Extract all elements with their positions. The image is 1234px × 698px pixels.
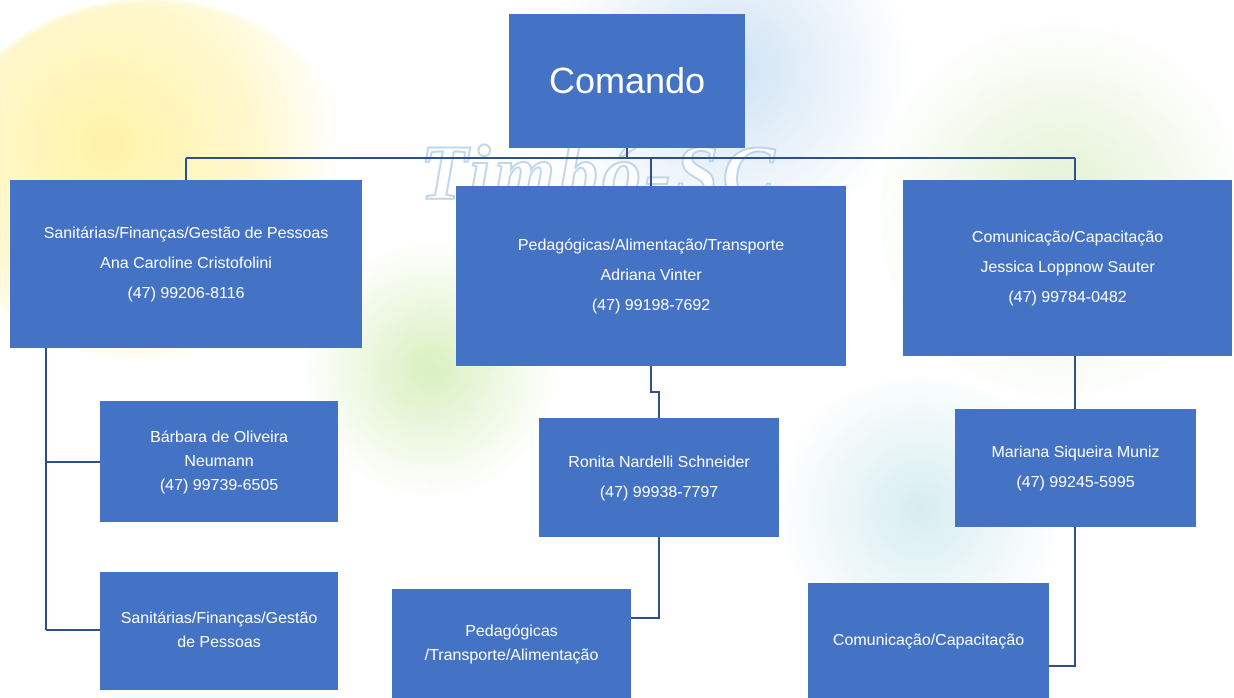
node-col2-child1-name: Ronita Nardelli Schneider bbox=[568, 453, 750, 471]
node-col3-child2: Comunicação/Capacitação bbox=[808, 583, 1049, 698]
node-col1-head-phone: (47) 99206-8116 bbox=[127, 285, 245, 302]
node-col2-head: Pedagógicas/Alimentação/Transporte Adria… bbox=[456, 186, 846, 366]
node-col2-child1-phone: (47) 99938-7797 bbox=[599, 483, 719, 501]
node-col3-head-role: Comunicação/Capacitação bbox=[971, 229, 1164, 246]
connector-col3-child2 bbox=[1049, 527, 1076, 667]
node-comando: Comando bbox=[509, 14, 745, 148]
node-col2-head-role: Pedagógicas/Alimentação/Transporte bbox=[517, 237, 785, 254]
node-col1-child1-name1: Bárbara de Oliveira bbox=[150, 428, 288, 446]
node-col3-child1-phone: (47) 99245-5995 bbox=[1016, 474, 1135, 491]
node-col2-child2: Pedagógicas /Transporte/Alimentação bbox=[392, 589, 631, 698]
node-col1-child2-line2: de Pessoas bbox=[177, 634, 261, 651]
node-col1-child1-phone: (47) 99739-6505 bbox=[159, 476, 279, 494]
node-col2-child2-line2: /Transporte/Alimentação bbox=[424, 646, 599, 664]
connector-col2-child2 bbox=[631, 537, 660, 619]
node-col1-child1-name2: Neumann bbox=[184, 452, 254, 470]
node-col2-head-phone: (47) 99198-7692 bbox=[591, 297, 711, 314]
node-col3-head-person: Jessica Loppnow Sauter bbox=[980, 259, 1155, 276]
node-col1-head: Sanitárias/Finanças/Gestão de Pessoas An… bbox=[10, 180, 362, 348]
node-col1-child1: Bárbara de Oliveira Neumann (47) 99739-6… bbox=[100, 401, 338, 522]
node-comando-label: Comando bbox=[548, 60, 706, 101]
node-col2-head-person: Adriana Vinter bbox=[600, 267, 702, 284]
node-col1-head-role: Sanitárias/Finanças/Gestão de Pessoas bbox=[43, 225, 329, 242]
node-col1-head-person: Ana Caroline Cristofolini bbox=[100, 255, 272, 272]
node-col3-child1-name: Mariana Siqueira Muniz bbox=[991, 444, 1160, 461]
node-col2-child1: Ronita Nardelli Schneider (47) 99938-779… bbox=[539, 418, 779, 537]
node-col2-child2-line1: Pedagógicas bbox=[465, 622, 558, 640]
node-col1-child2: Sanitárias/Finanças/Gestão de Pessoas bbox=[100, 572, 338, 690]
connector-col2-child1 bbox=[650, 366, 660, 418]
node-col3-child2-line1: Comunicação/Capacitação bbox=[832, 631, 1025, 649]
node-col3-head: Comunicação/Capacitação Jessica Loppnow … bbox=[903, 180, 1232, 356]
node-col1-child2-line1: Sanitárias/Finanças/Gestão bbox=[120, 610, 318, 627]
node-col3-head-phone: (47) 99784-0482 bbox=[1008, 289, 1127, 306]
node-col3-child1: Mariana Siqueira Muniz (47) 99245-5995 bbox=[955, 409, 1196, 527]
